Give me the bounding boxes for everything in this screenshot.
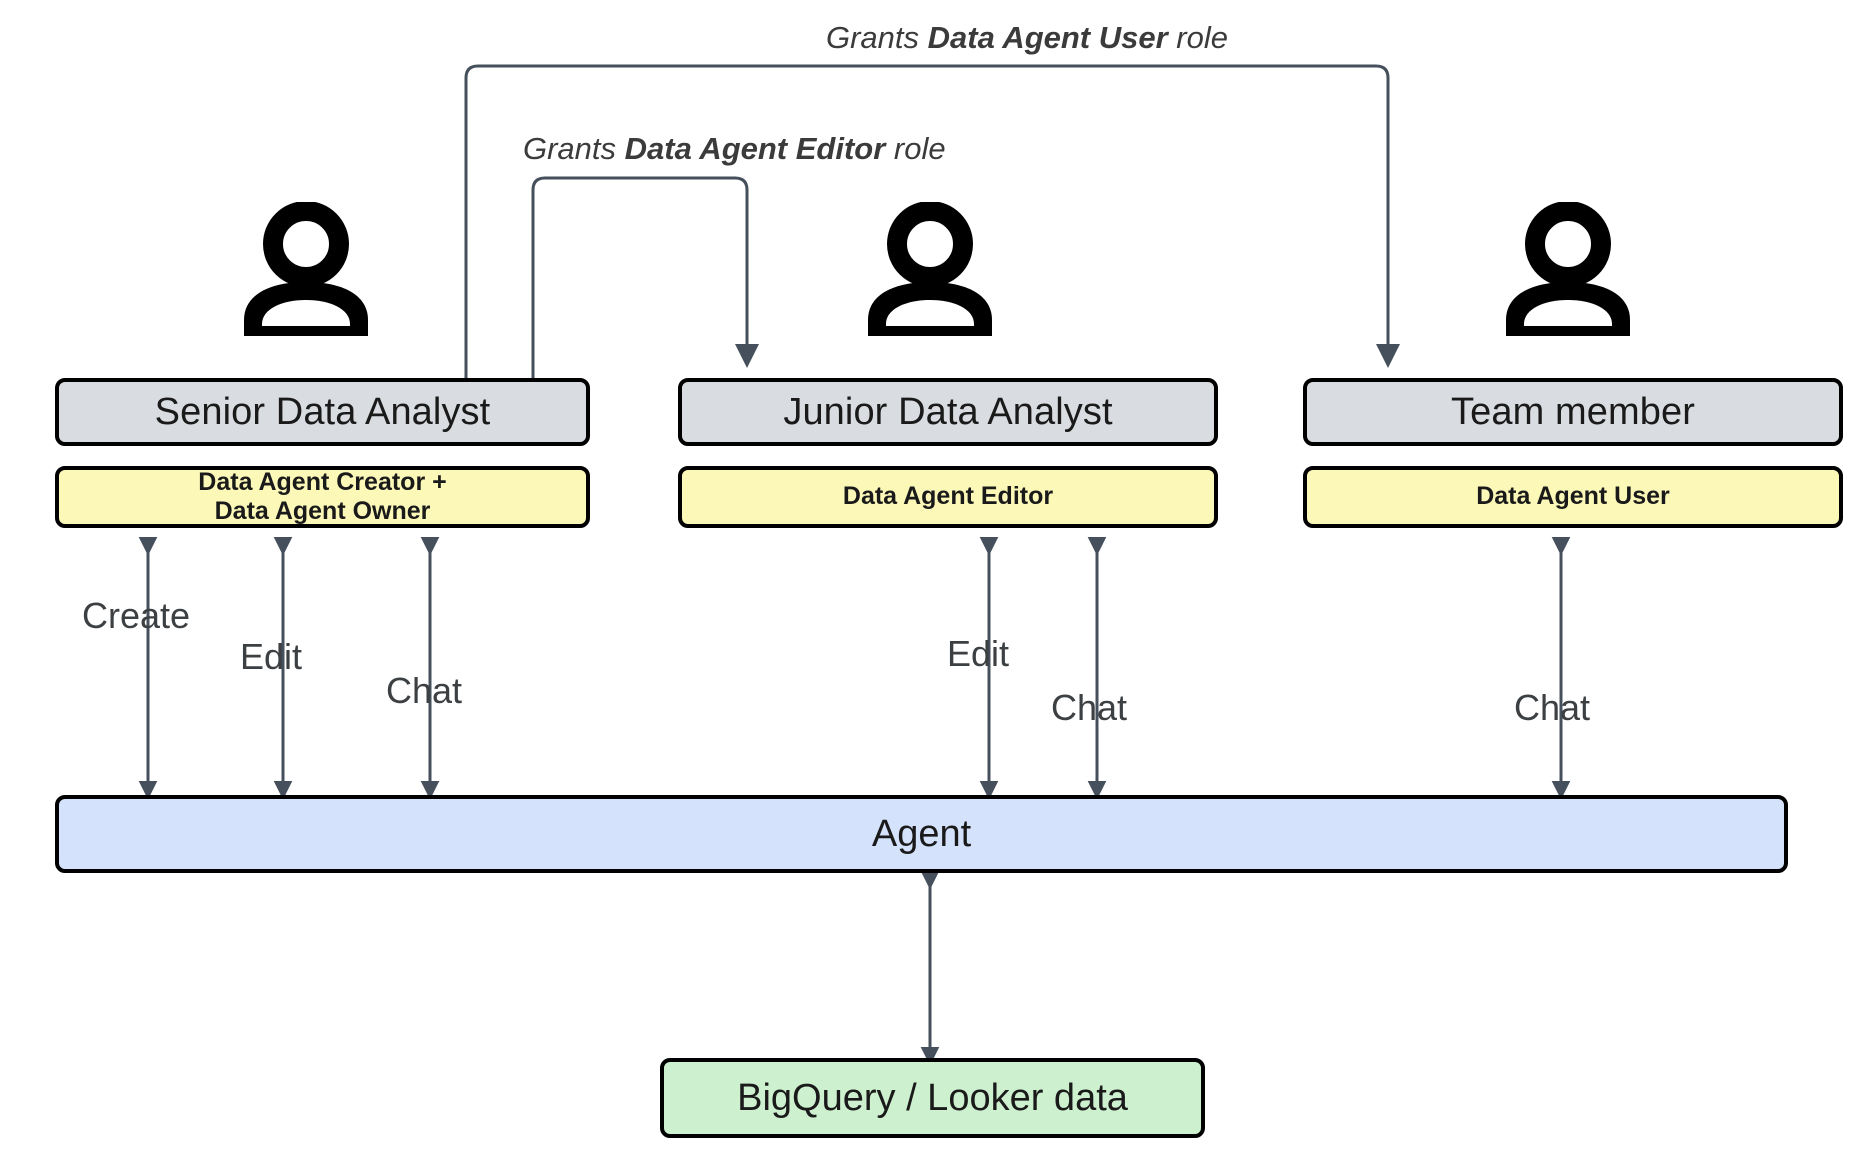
persona-title-text: Junior Data Analyst: [783, 390, 1113, 433]
permission-line-1: Data Agent Creator +: [198, 467, 447, 496]
persona-permission-team-member[interactable]: Data Agent User: [1303, 466, 1843, 528]
persona-permission-senior-data-analyst[interactable]: Data Agent Creator + Data Agent Owner: [55, 466, 590, 528]
edge-grants-data-agent-editor: [531, 176, 759, 378]
action-label-edit-junior: Edit: [947, 633, 1009, 675]
grant-user-prefix: Grants: [826, 20, 928, 55]
grant-data-agent-editor-label: Grants Data Agent Editor role: [523, 131, 946, 167]
persona-title-text: Team member: [1451, 390, 1695, 433]
datasource-label: BigQuery / Looker data: [737, 1076, 1128, 1119]
person-icon-senior-data-analyst: [238, 202, 374, 336]
action-label-text: Edit: [947, 633, 1010, 674]
agent-label: Agent: [871, 812, 972, 855]
action-label-text: Chat: [386, 670, 463, 711]
grant-user-suffix: role: [1167, 20, 1228, 55]
agent-bar[interactable]: Agent: [55, 795, 1788, 873]
permission-line-2: Data Agent Owner: [214, 497, 431, 525]
permission-line-1: Data Agent User: [1476, 482, 1670, 511]
action-label-text: Chat: [1051, 687, 1128, 728]
datasource-box[interactable]: BigQuery / Looker data: [660, 1058, 1205, 1138]
action-label-text: Create: [82, 595, 191, 636]
action-label-chat-junior: Chat: [1051, 687, 1127, 729]
action-label-chat-team: Chat: [1514, 687, 1590, 729]
grant-editor-role: Data Agent Editor: [624, 131, 886, 166]
person-icon-junior-data-analyst: [862, 202, 998, 336]
grant-editor-prefix: Grants: [523, 131, 625, 166]
grant-data-agent-user-label: Grants Data Agent User role: [826, 20, 1228, 56]
action-label-edit-senior: Edit: [240, 636, 302, 678]
action-label-create-senior: Create: [82, 595, 190, 637]
persona-title-text: Senior Data Analyst: [154, 390, 491, 433]
grant-user-role: Data Agent User: [927, 20, 1168, 55]
action-label-text: Chat: [1514, 687, 1591, 728]
action-label-text: Edit: [240, 636, 303, 677]
action-label-chat-senior: Chat: [386, 670, 462, 712]
permission-line-1: Data Agent Editor: [842, 482, 1054, 511]
persona-title-team-member[interactable]: Team member: [1303, 378, 1843, 446]
persona-title-senior-data-analyst[interactable]: Senior Data Analyst: [55, 378, 590, 446]
persona-permission-junior-data-analyst[interactable]: Data Agent Editor: [678, 466, 1218, 528]
persona-title-junior-data-analyst[interactable]: Junior Data Analyst: [678, 378, 1218, 446]
person-icon-team-member: [1500, 202, 1636, 336]
grant-editor-suffix: role: [885, 131, 946, 166]
